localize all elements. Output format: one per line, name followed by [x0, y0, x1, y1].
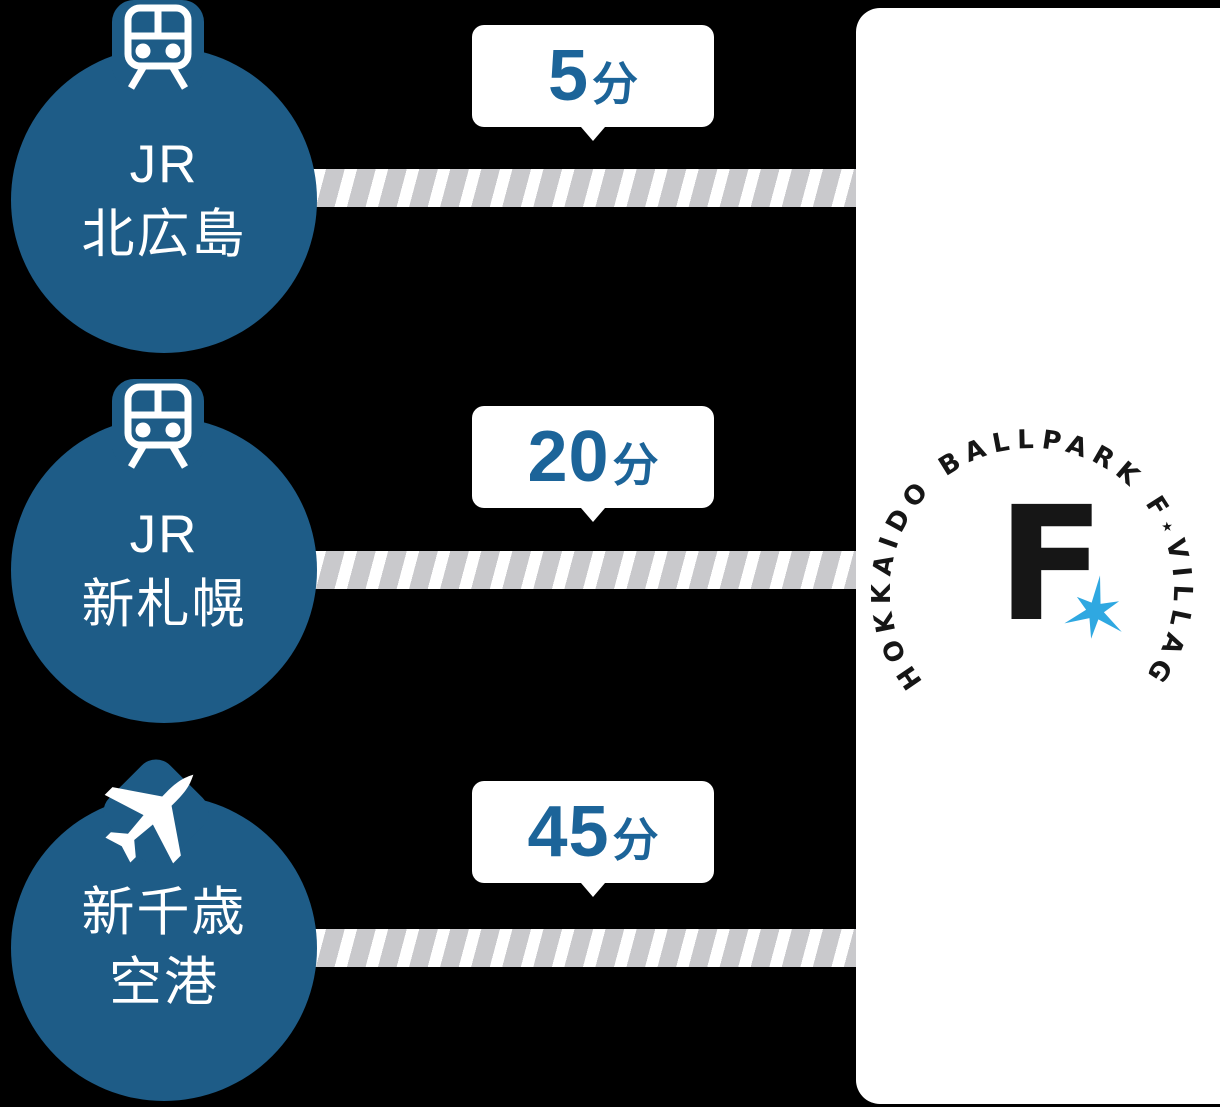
duration-value: 45: [527, 792, 610, 872]
station-circle-jr-kitahiroshima: JR 北広島: [11, 47, 317, 353]
station-name-line: JR: [129, 505, 199, 565]
route-line-chitose: [295, 929, 856, 967]
station-name-line: JR: [129, 135, 199, 195]
duration-unit: 分: [612, 439, 659, 491]
station-name-line: 新千歳: [81, 883, 247, 943]
duration-bubble-shinsapporo: 20 分: [472, 406, 714, 508]
station-name-line: 空港: [109, 953, 219, 1012]
sparkle-icon: [1064, 575, 1122, 639]
duration-unit: 分: [612, 814, 659, 866]
f-village-logo: HOKKAIDO BALLPARK F★VILLAGE F: [842, 400, 1220, 780]
route-line-shinsapporo: [295, 551, 856, 589]
station-name-line: 北広島: [81, 205, 247, 264]
destination-panel: [856, 8, 1220, 1104]
duration-value: 5: [547, 36, 590, 116]
station-name-line: 新札幌: [81, 575, 247, 634]
train-icon: [112, 0, 204, 100]
duration-value: 20: [527, 417, 610, 497]
logo-arc-text: HOKKAIDO BALLPARK F★VILLAGE: [842, 400, 1190, 695]
duration-unit: 分: [592, 58, 639, 110]
station-circle-jr-shinsapporo: JR 新札幌: [11, 417, 317, 723]
plane-icon: [95, 751, 217, 873]
route-line-kitahiroshima: [295, 169, 856, 207]
train-icon: [112, 379, 204, 479]
duration-bubble-chitose: 45 分: [472, 781, 714, 883]
duration-bubble-kitahiroshima: 5 分: [472, 25, 714, 127]
